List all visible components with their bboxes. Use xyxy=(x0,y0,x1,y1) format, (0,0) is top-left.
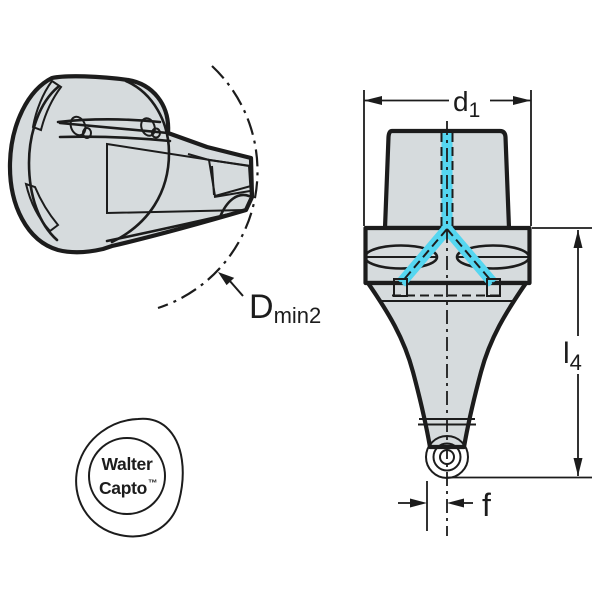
d1-arrowhead-right xyxy=(513,96,531,105)
head-chamfer-line xyxy=(58,121,170,135)
insert-edge-line xyxy=(211,165,215,196)
coolant-nozzle-left xyxy=(393,278,408,297)
head-bottom-chamfer xyxy=(105,209,245,243)
flange-slot-lower xyxy=(24,182,60,233)
coolant-hole-right-glint xyxy=(151,127,161,139)
coolant-hole-right xyxy=(140,117,156,137)
min-bore-circle-arc xyxy=(157,65,259,310)
coolant-branch-right-dashed xyxy=(446,228,494,284)
round-insert-ring xyxy=(432,442,462,472)
coolant-hole-left xyxy=(69,115,87,137)
f-arrowhead-right xyxy=(447,498,464,508)
logo-trademark: ™ xyxy=(148,478,157,489)
dimension-d1: d1 xyxy=(363,86,532,226)
dimension-label-f: f xyxy=(482,487,491,523)
under-tip-notch xyxy=(218,193,251,219)
logo-trigon-shape xyxy=(75,417,184,538)
perspective-view xyxy=(7,74,255,255)
insert-bottom-line xyxy=(213,190,251,198)
dimension-label-dmin2: Dmin2 xyxy=(249,288,321,328)
dimension-f: f xyxy=(398,481,491,531)
f-arrowhead-left xyxy=(410,498,427,508)
insert-shelf-line xyxy=(187,153,210,161)
l4-arrowhead-bottom xyxy=(573,458,583,476)
flange-slot-upper xyxy=(31,79,63,132)
logo-inner-circle xyxy=(88,437,166,515)
min-bore-arrow-shaft xyxy=(228,279,244,297)
dimension-l4: l4 xyxy=(447,227,592,479)
dimension-label-d1: d1 xyxy=(453,86,480,122)
coolant-nozzle-right xyxy=(486,278,501,297)
dimension-label-l4: l4 xyxy=(563,337,582,375)
d1-arrowhead-left xyxy=(364,96,382,105)
l4-arrowhead-top xyxy=(573,230,583,248)
logo-text-line1: Walter xyxy=(101,454,153,474)
min-bore-arrowhead xyxy=(218,272,235,286)
min-bore-annotation: Dmin2 xyxy=(157,65,321,328)
coolant-hole-left-glint xyxy=(82,127,92,139)
head-top-edge xyxy=(56,118,162,124)
logo-text-line2: Capto xyxy=(99,478,147,498)
walter-capto-logo: Walter Capto ™ xyxy=(75,417,184,538)
coolant-branch-left-dashed xyxy=(400,228,448,284)
head-top-strip-line xyxy=(58,135,172,143)
